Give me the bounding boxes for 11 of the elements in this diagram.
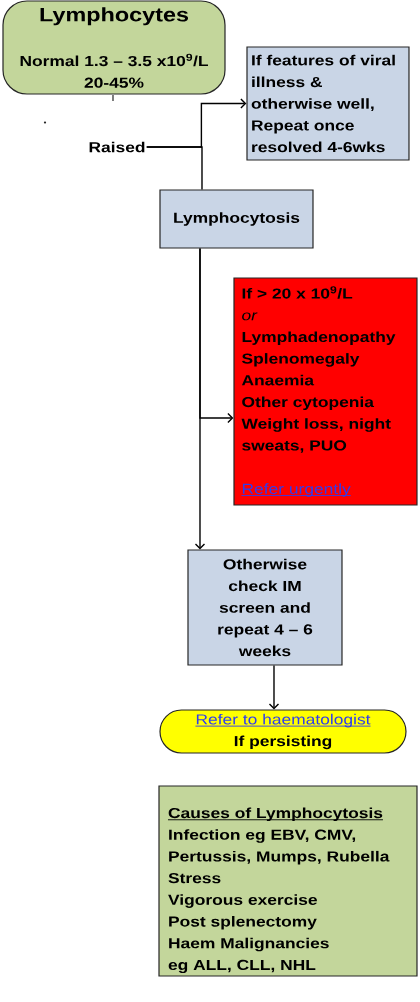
process-box: Lymphocytosis — [159, 189, 314, 249]
note-box: Causes of Lymphocytosis Infection eg EBV, CMV, Pertussis, Mumps, Rubella Stress Vigorous exercise Post splenectomy Haem Malignancies eg ALL, CLL, NHL — [158, 785, 418, 977]
arrow — [194, 247, 206, 550]
arrow — [268, 664, 280, 710]
heading-box: Lymphocytes Normal 1.3 – 3.5 x10$^{9}$/L 20-45% — [2, 0, 226, 95]
connector-line — [146, 146, 203, 191]
alert-box: If > 20 x 10$^{9}$/L or Lymphadenopathy Splenomegaly Anaemia Other cytopenia Weight loss, night sweats, PUO Refer urgently — [233, 277, 418, 506]
process-box: If features of viral illness & otherwise well, Repeat once resolved 4-6wks — [246, 46, 410, 161]
process-box: Otherwise check IM screen and repeat 4 – 6 weeks — [187, 549, 343, 666]
branch-label: Raised — [89, 141, 145, 153]
outcome-pill: Refer to haematologist If persisting — [159, 709, 407, 754]
